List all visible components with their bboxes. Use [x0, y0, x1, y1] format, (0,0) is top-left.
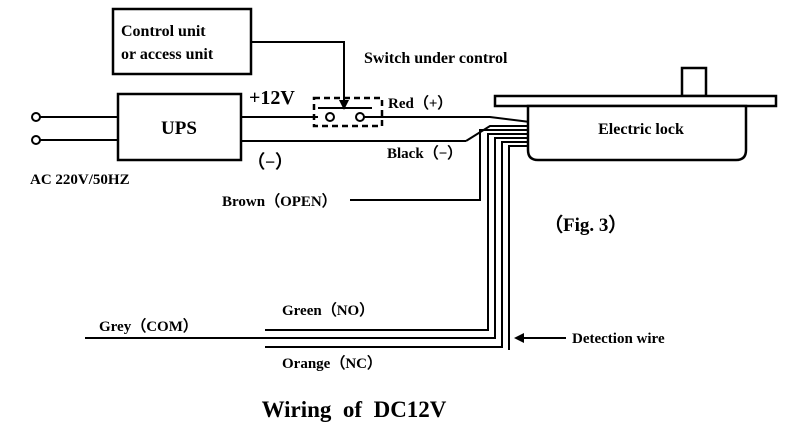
lock-body: [526, 104, 748, 162]
plus12v-label: +12V: [249, 87, 295, 109]
controlled-switch: [312, 96, 384, 128]
control-signal-arrowhead: [339, 100, 349, 110]
green-label: Green（NO）: [282, 301, 374, 319]
minus-label: （−）: [247, 152, 293, 172]
diagram-title: Wiring of DC12V: [262, 397, 447, 422]
lock-faceplate: [493, 94, 778, 108]
brown-label: Brown（OPEN）: [222, 192, 337, 210]
switch-under-control-label: Switch under control: [364, 50, 508, 67]
ac-input-terminals: [31, 112, 118, 145]
ups-label: UPS: [161, 118, 197, 139]
control-signal-wire: [251, 41, 345, 106]
ac-terminal-top: [31, 112, 41, 122]
control-unit-line1: Control unit: [121, 23, 206, 40]
switch-dashed-box: [312, 96, 384, 128]
orange-label: Orange（NC）: [282, 354, 382, 372]
control-unit-box: [111, 7, 253, 76]
switch-contact-left: [325, 112, 335, 122]
electric-lock-label: Electric lock: [598, 121, 684, 138]
black-label: Black（−）: [387, 144, 462, 162]
detection-wire-label: Detection wire: [572, 331, 665, 347]
control-unit-line2: or access unit: [121, 46, 214, 63]
lock-cable-bundle: [85, 116, 531, 350]
electric-lock: [493, 66, 778, 162]
red-label: Red（+）: [388, 94, 452, 112]
figure-caption: （Fig. 3）: [544, 213, 627, 236]
detection-wire-arrowhead: [514, 333, 524, 343]
ac-input-label: AC 220V/50HZ: [30, 172, 130, 188]
ac-terminal-bottom: [31, 135, 41, 145]
switch-contact-right: [355, 112, 365, 122]
lock-bolt: [680, 66, 708, 98]
grey-label: Grey（COM）: [99, 317, 198, 335]
ups-box: [116, 92, 243, 162]
